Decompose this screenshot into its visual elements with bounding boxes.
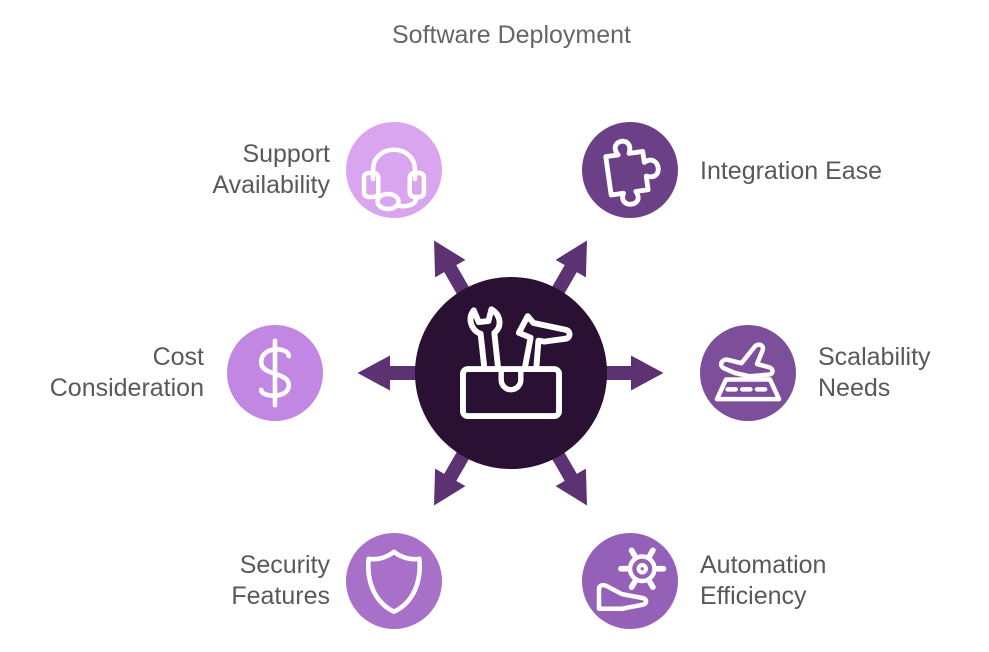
center-hub-circle: [414, 276, 608, 470]
node-circle-shape: [582, 122, 678, 218]
node-circle-shape: [582, 533, 678, 629]
dollar-sign-icon: [258, 338, 292, 408]
security-features-label: Security Features: [231, 551, 330, 610]
page-title: Software Deployment: [391, 21, 631, 49]
support-availability-label: Support Availability: [212, 140, 330, 199]
plane-takeoff-icon: [714, 342, 782, 402]
integration-ease-circle: [582, 122, 678, 218]
puzzle-piece-icon: [603, 138, 661, 207]
node-circle-shape: [346, 533, 442, 629]
node-integration-ease: [582, 122, 678, 218]
node-automation-efficiency: [582, 533, 678, 629]
security-features-circle: [346, 533, 442, 629]
node-cost-consideration: [227, 325, 323, 421]
toolbox-body: [460, 366, 562, 420]
node-scalability-needs: [700, 325, 796, 421]
cost-consideration-label: Cost Consideration: [49, 343, 204, 402]
headset-icon: [361, 147, 427, 212]
wrench-icon: [467, 306, 503, 382]
cost-consideration-circle: [227, 325, 323, 421]
scalability-needs-circle: [700, 325, 796, 421]
automation-efficiency-circle: [582, 533, 678, 629]
shield-icon: [365, 549, 423, 615]
node-circle-shape: [700, 325, 796, 421]
support-availability-circle: [346, 122, 442, 218]
arrow-right: [556, 355, 664, 391]
scalability-needs-label: Scalability Needs: [818, 343, 931, 402]
hammer-icon: [515, 313, 573, 382]
gear-hand-icon: [596, 547, 667, 611]
node-security-features: [346, 533, 442, 629]
toolbox-slot: [498, 366, 524, 393]
hand-icon: [596, 582, 649, 611]
toolbox-icon: [460, 306, 573, 420]
center-hub: [413, 275, 609, 471]
automation-efficiency-label: Automation Efficiency: [700, 551, 827, 610]
gear-icon: [618, 547, 667, 590]
node-circle-shape: [346, 122, 442, 218]
node-support-availability: [346, 122, 442, 218]
integration-ease-label: Integration Ease: [700, 157, 883, 185]
arrow-left: [357, 355, 465, 391]
